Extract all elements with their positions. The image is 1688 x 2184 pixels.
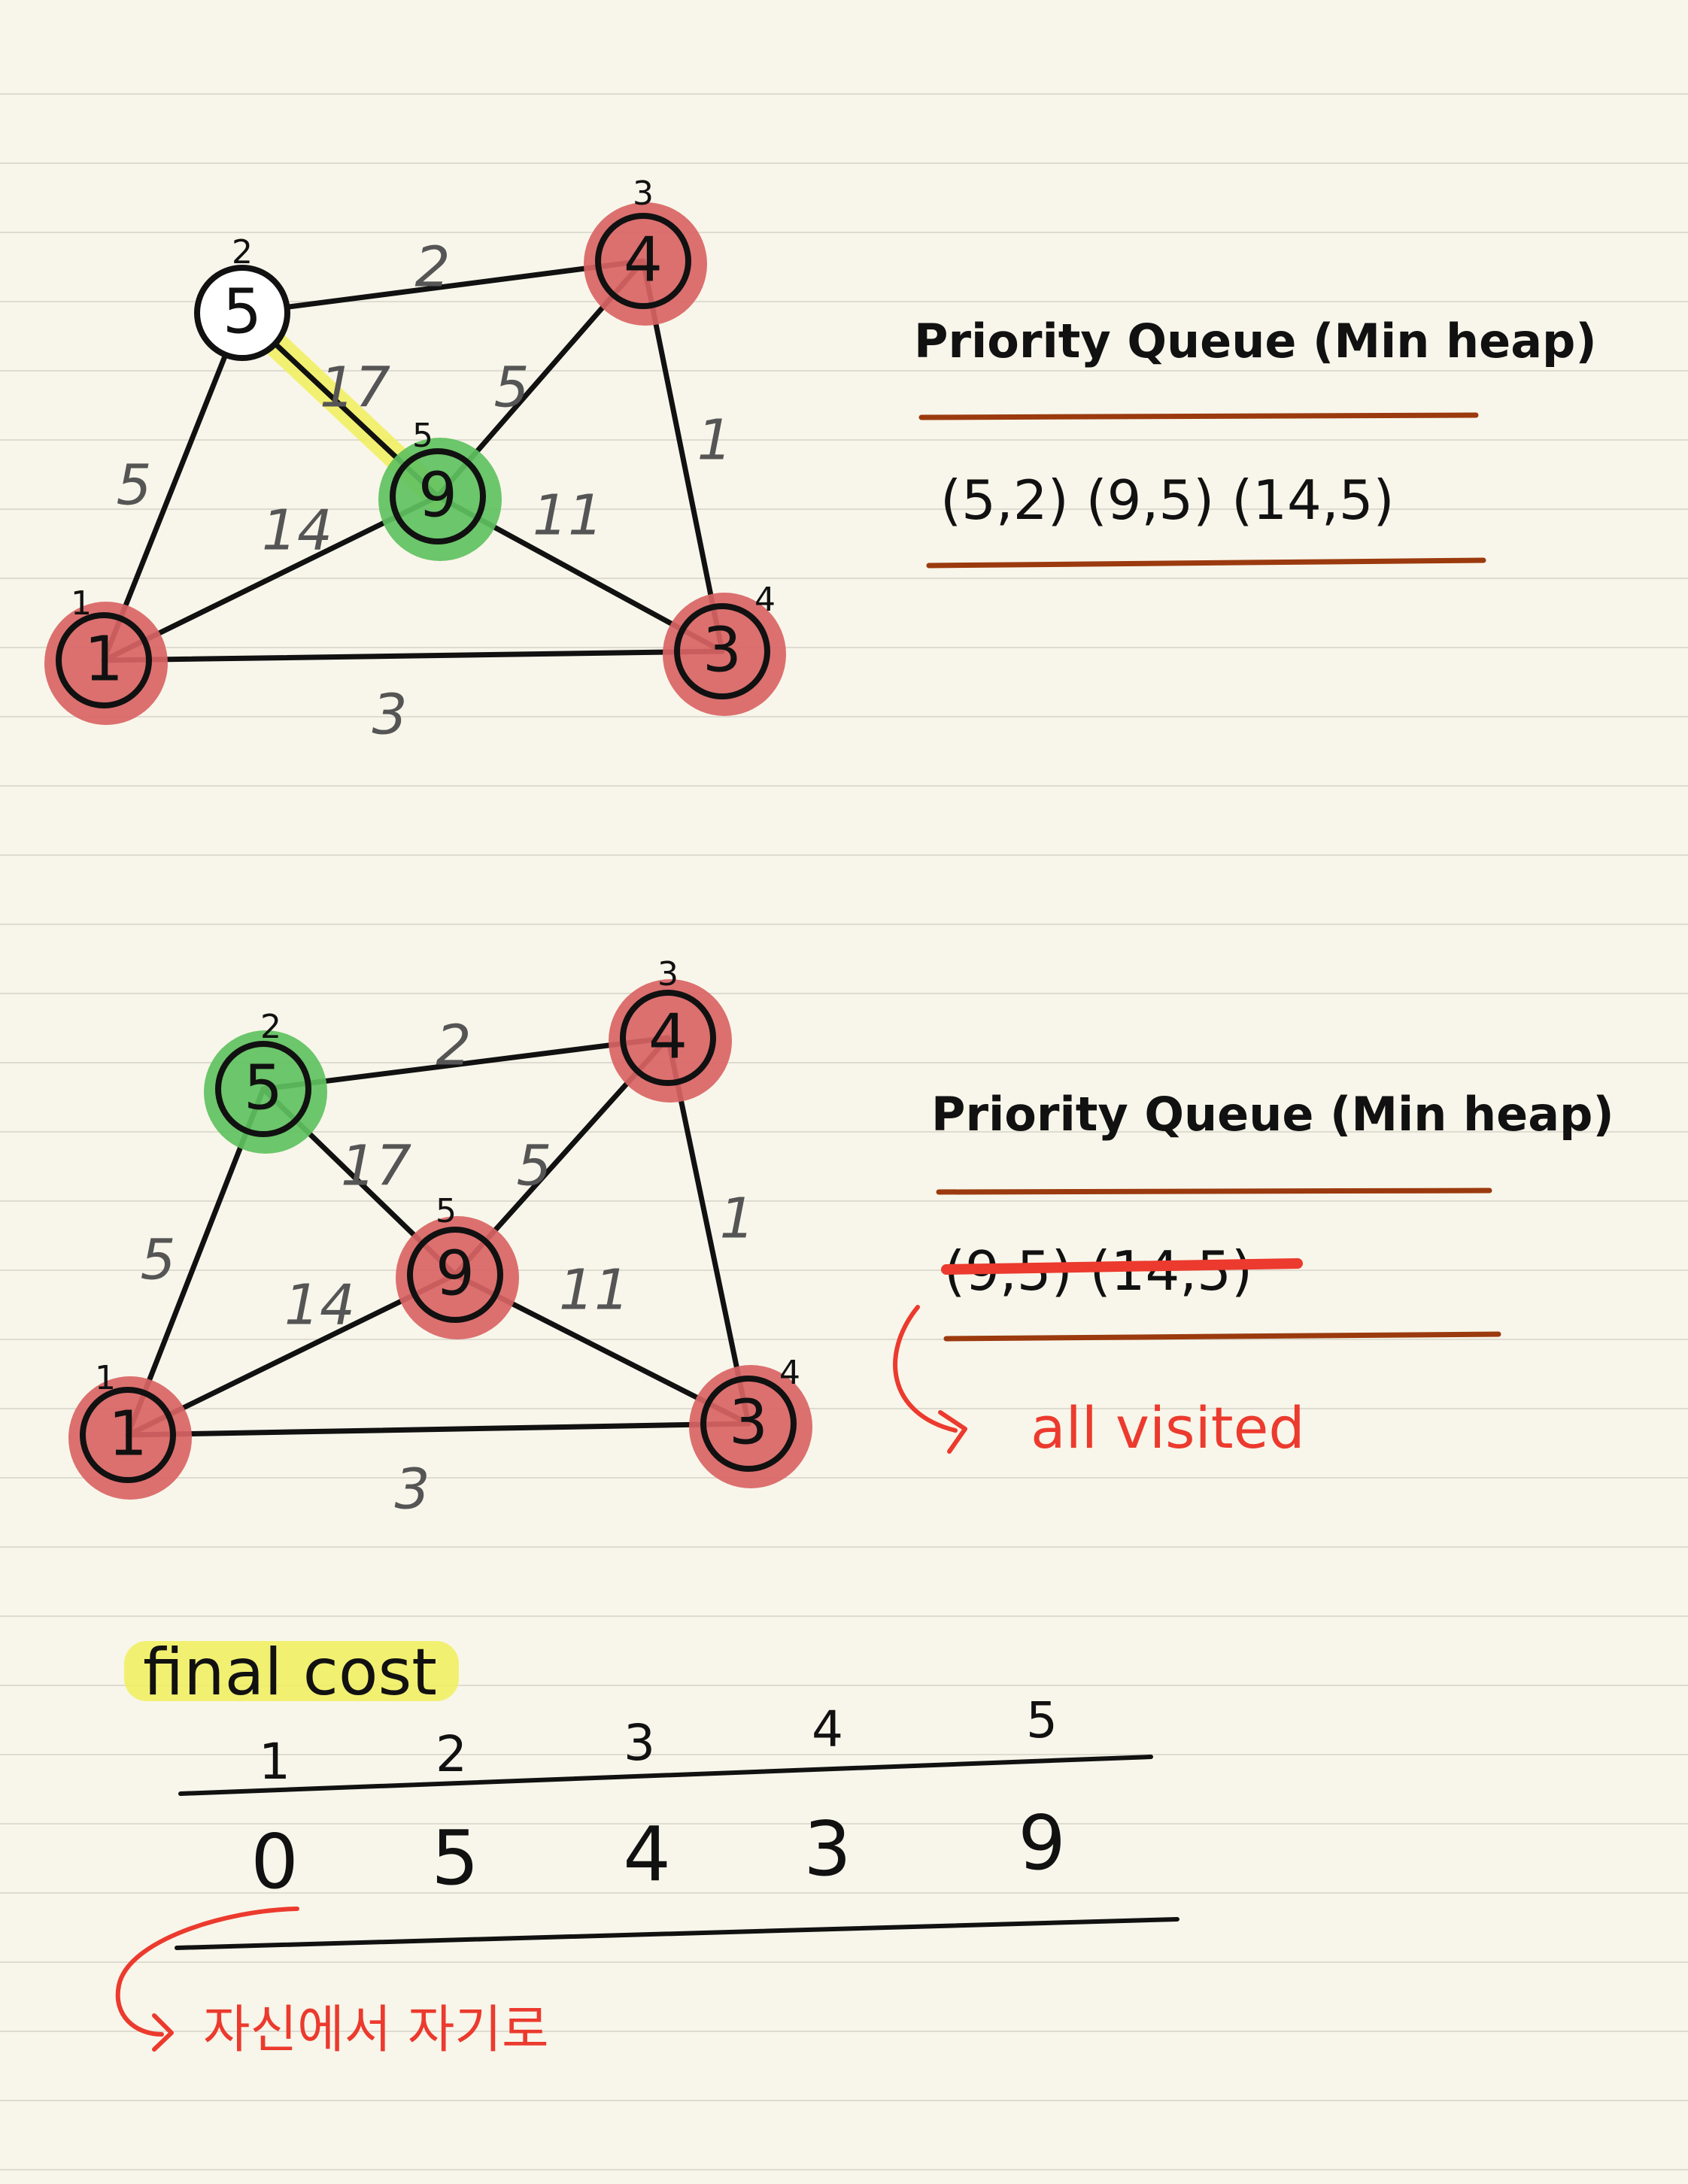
final-cost-table: final cost 1 2 3 4 5 0 5 4 3 9 자신에서 자기로 bbox=[115, 1635, 1179, 2060]
node-4-cost: 3 bbox=[633, 174, 654, 213]
node-3 bbox=[700, 1376, 797, 1472]
edge-weight-4-9: 5 bbox=[493, 356, 529, 420]
edge-4-3 bbox=[665, 1035, 751, 1427]
pq-1-title: Priority Queue (Min heap) bbox=[914, 314, 1597, 369]
pq-2-bottom-rule bbox=[943, 1331, 1501, 1342]
final-cost-value-2: 5 bbox=[431, 1814, 479, 1902]
final-cost-value-5: 9 bbox=[1018, 1799, 1066, 1887]
node-9-cost: 5 bbox=[436, 1192, 457, 1230]
ruled-lines bbox=[0, 93, 1688, 2170]
edge-5-4 bbox=[260, 1035, 671, 1092]
node-3-label: 3 bbox=[703, 614, 742, 686]
self-cost-note: 자신에서 자기로 bbox=[203, 2000, 549, 2060]
node-5 bbox=[194, 265, 290, 361]
edge-weight-5-4: 2 bbox=[436, 1014, 471, 1078]
edge-weight-5-4: 2 bbox=[414, 235, 450, 300]
edge-weight-9-3: 11 bbox=[559, 1258, 630, 1323]
node-1-label: 1 bbox=[84, 623, 123, 695]
edge-weight-5-1: 5 bbox=[140, 1228, 175, 1293]
node-5-cost: 2 bbox=[260, 1008, 281, 1046]
node-5 bbox=[215, 1041, 311, 1137]
final-cost-bottom-rule bbox=[175, 1917, 1179, 1950]
final-cost-header-1: 1 bbox=[259, 1733, 290, 1791]
node-1 bbox=[80, 1387, 176, 1483]
priority-queue-1: Priority Queue (Min heap) (5,2) (9,5) (1… bbox=[914, 314, 1597, 569]
node-9 bbox=[390, 448, 486, 544]
node-4-label: 4 bbox=[648, 1001, 688, 1072]
node-4 bbox=[620, 990, 716, 1086]
node-1-label: 1 bbox=[108, 1398, 147, 1470]
final-cost-headers: 1 2 3 4 5 bbox=[259, 1691, 1058, 1791]
arrow-head-icon bbox=[152, 2013, 174, 2052]
final-cost-header-rule bbox=[178, 1755, 1153, 1796]
edge-4-3 bbox=[640, 258, 725, 654]
graph-2-edge-weights: 2 17 5 5 1 14 11 3 bbox=[140, 1014, 754, 1522]
edge-weight-4-3: 1 bbox=[697, 408, 732, 473]
edge-weight-4-3: 1 bbox=[719, 1187, 754, 1251]
final-cost-value-1: 0 bbox=[250, 1818, 299, 1906]
edge-weight-1-3: 3 bbox=[372, 683, 407, 748]
node-5-label: 5 bbox=[244, 1052, 283, 1124]
node-9-cost: 5 bbox=[412, 417, 433, 455]
final-cost-values: 0 5 4 3 9 bbox=[250, 1799, 1066, 1906]
graph-1-edge-weights: 2 17 5 5 1 14 11 3 bbox=[116, 235, 732, 748]
node-4-label: 4 bbox=[624, 224, 663, 296]
node-9-label: 9 bbox=[418, 460, 457, 531]
node-1-cost: 1 bbox=[95, 1359, 116, 1397]
node-9 bbox=[407, 1227, 503, 1323]
edge-weight-9-3: 11 bbox=[533, 484, 603, 548]
pq-1-content: (5,2) (9,5) (14,5) bbox=[940, 469, 1395, 532]
node-3 bbox=[674, 603, 770, 699]
final-cost-header-5: 5 bbox=[1026, 1691, 1058, 1749]
final-cost-header-3: 3 bbox=[624, 1714, 655, 1772]
final-cost-header-4: 4 bbox=[812, 1700, 843, 1758]
edge-5-1 bbox=[101, 310, 245, 663]
node-1 bbox=[56, 612, 152, 708]
edge-weight-5-9: 17 bbox=[320, 356, 390, 420]
final-cost-header-2: 2 bbox=[436, 1725, 467, 1783]
final-cost-value-4: 3 bbox=[803, 1805, 852, 1893]
final-cost-title: final cost bbox=[143, 1635, 437, 1710]
node-4-cost: 3 bbox=[657, 955, 679, 993]
edge-weight-5-9: 17 bbox=[341, 1134, 411, 1199]
node-4 bbox=[595, 213, 691, 309]
node-3-label: 3 bbox=[729, 1387, 768, 1458]
node-3-cost: 4 bbox=[754, 581, 776, 619]
node-9-label: 9 bbox=[436, 1238, 475, 1309]
edge-5-4 bbox=[239, 258, 646, 316]
node-5-label: 5 bbox=[223, 276, 262, 347]
edge-weight-9-1: 14 bbox=[284, 1273, 355, 1338]
node-5-cost: 2 bbox=[232, 233, 253, 271]
node-1-cost: 1 bbox=[71, 584, 92, 623]
pq-2-strike-through bbox=[941, 1258, 1303, 1275]
edge-weight-5-1: 5 bbox=[116, 453, 151, 518]
final-cost-highlight bbox=[124, 1641, 459, 1701]
edge-weight-4-9: 5 bbox=[516, 1134, 551, 1199]
self-cost-arrow-icon bbox=[115, 1906, 299, 2037]
priority-queue-2: Priority Queue (Min heap) (9,5) (14,5) a… bbox=[893, 1087, 1614, 1461]
node-3-cost: 4 bbox=[779, 1354, 800, 1392]
final-cost-value-3: 4 bbox=[623, 1810, 671, 1898]
arrow-head-icon bbox=[938, 1410, 967, 1454]
edge-1-3 bbox=[125, 1421, 751, 1438]
all-visited-arrow-icon bbox=[893, 1305, 958, 1433]
pq-1-bottom-rule bbox=[926, 557, 1486, 569]
pq-2-top-rule bbox=[936, 1188, 1492, 1195]
pq-2-title: Priority Queue (Min heap) bbox=[931, 1087, 1614, 1142]
edge-1-3 bbox=[101, 648, 725, 663]
edge-weight-1-3: 3 bbox=[394, 1458, 430, 1522]
edge-weight-9-1: 14 bbox=[262, 499, 332, 563]
pq-1-top-rule bbox=[918, 412, 1479, 420]
all-visited-note: all visited bbox=[1031, 1394, 1305, 1461]
